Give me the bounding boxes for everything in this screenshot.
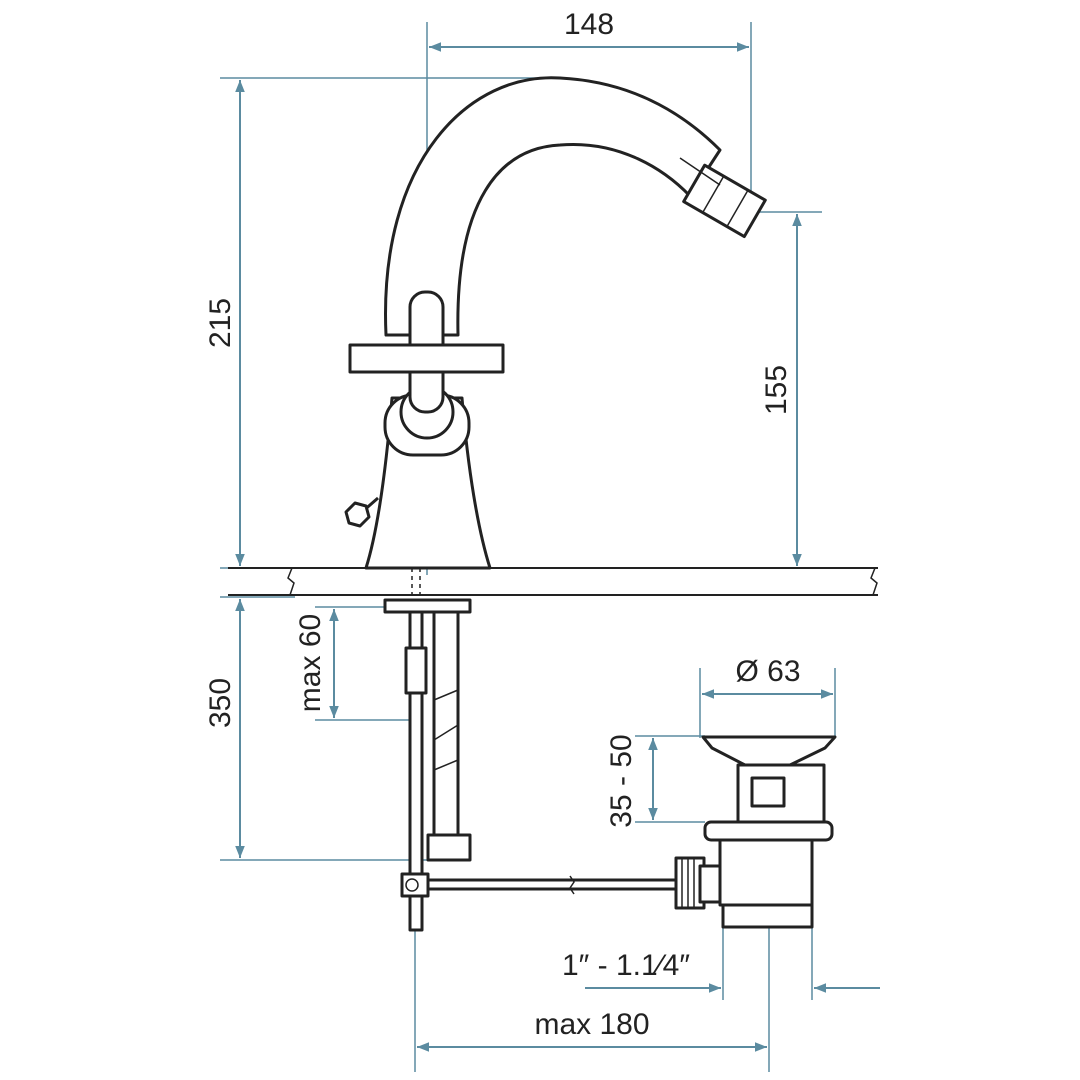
dimension-148: 148 [564, 8, 614, 41]
dimension-diameter-63: Ø 63 [735, 655, 800, 688]
pop-up-waste [674, 735, 837, 929]
dimension-lines [235, 42, 880, 1052]
dimension-155: 155 [760, 365, 793, 415]
dimension-max-180: max 180 [534, 1008, 649, 1041]
faucet [344, 76, 767, 570]
dimension-max-60: max 60 [294, 614, 327, 712]
dimension-35-50: 35 - 50 [605, 734, 638, 827]
deck [228, 567, 878, 596]
dimension-350: 350 [204, 678, 237, 728]
dimension-thread: 1″ - 1.1⁄4″ [562, 949, 690, 982]
dimension-215: 215 [204, 298, 237, 348]
